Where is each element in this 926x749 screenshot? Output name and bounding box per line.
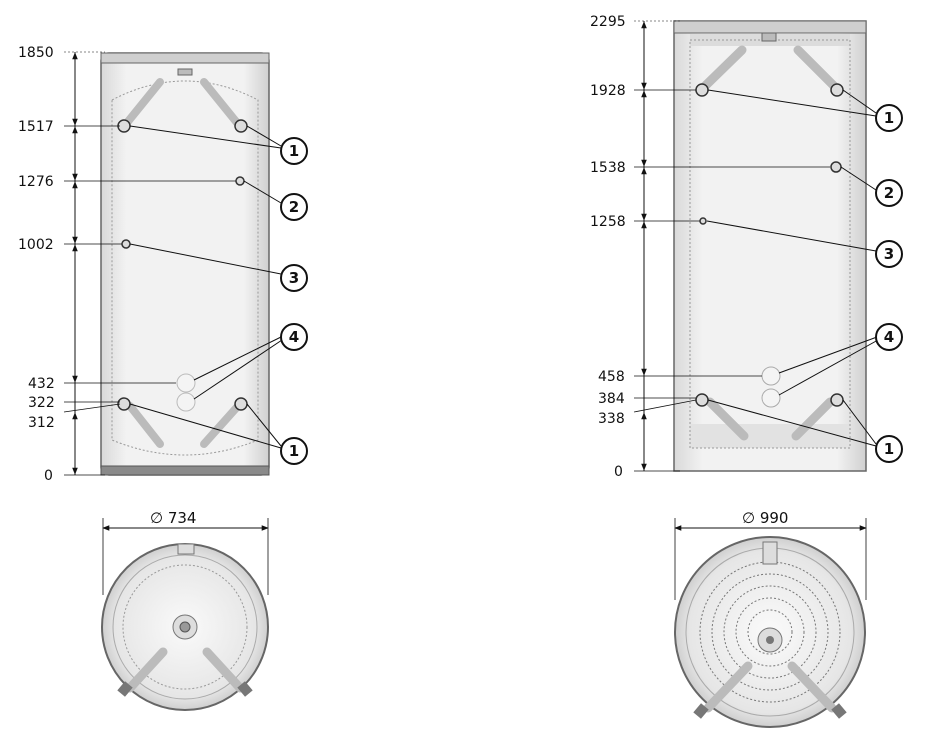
left-coil-pipe bbox=[200, 402, 242, 448]
left-height-label-1002: 1002 bbox=[18, 237, 54, 253]
left-tank-base bbox=[100, 465, 270, 476]
left-callouts: 1 2 3 4 1 bbox=[129, 125, 308, 465]
right-callout-circle bbox=[875, 435, 903, 463]
left-callout-circle bbox=[280, 437, 308, 465]
left-height-label-1517: 1517 bbox=[18, 119, 54, 135]
left-callout-1-top: 1 bbox=[289, 142, 299, 160]
right-tank-top-cap bbox=[673, 20, 867, 34]
right-connection-1928-a bbox=[695, 83, 709, 97]
right-connection-458 bbox=[761, 366, 781, 386]
left-height-label-432: 432 bbox=[28, 376, 55, 392]
right-height-label-0: 0 bbox=[614, 464, 623, 480]
left-connection-1002 bbox=[121, 239, 131, 249]
right-connection-384 bbox=[761, 388, 781, 408]
left-tank-body bbox=[100, 52, 270, 476]
left-height-label-1276: 1276 bbox=[18, 174, 54, 190]
left-callout-circle bbox=[280, 323, 308, 351]
left-connection-432 bbox=[176, 373, 196, 393]
right-height-labels: 2295 1928 1538 1258 458 384 338 0 bbox=[590, 14, 626, 480]
right-tank-top-view: ∅ 990 bbox=[674, 509, 867, 728]
right-callout-circle bbox=[875, 104, 903, 132]
left-diameter-label: ∅ 734 bbox=[150, 509, 196, 527]
left-coil-pipe bbox=[126, 402, 164, 448]
left-tank-inner-vessel bbox=[111, 80, 259, 456]
left-connection-1517-b bbox=[234, 119, 248, 133]
left-coil-pipe bbox=[200, 78, 242, 128]
right-callout-1-bottom: 1 bbox=[884, 440, 894, 458]
left-connection-322 bbox=[176, 392, 196, 412]
right-callout-4: 4 bbox=[884, 328, 894, 346]
left-callout-2: 2 bbox=[289, 198, 299, 216]
right-height-label-1928: 1928 bbox=[590, 83, 626, 99]
right-height-label-1538: 1538 bbox=[590, 160, 626, 176]
left-height-label-312: 312 bbox=[28, 415, 55, 431]
left-callout-circle bbox=[280, 193, 308, 221]
left-callout-1-bottom: 1 bbox=[289, 442, 299, 460]
right-diameter-label: ∅ 990 bbox=[742, 509, 788, 527]
right-dimension-chain bbox=[633, 20, 830, 472]
right-callout-3: 3 bbox=[884, 245, 894, 263]
left-callout-4: 4 bbox=[289, 328, 299, 346]
right-callout-circle bbox=[875, 240, 903, 268]
left-tank-top-port bbox=[177, 68, 193, 76]
left-coil-pipe bbox=[122, 78, 164, 128]
left-tank-front-view bbox=[100, 52, 270, 476]
left-connection-312-b bbox=[234, 397, 248, 411]
left-connection-1276 bbox=[235, 176, 245, 186]
right-height-label-2295: 2295 bbox=[590, 14, 626, 30]
right-callout-1-top: 1 bbox=[884, 109, 894, 127]
right-callouts: 1 2 3 4 1 bbox=[706, 89, 903, 463]
right-callout-2: 2 bbox=[884, 184, 894, 202]
right-connection-1538 bbox=[830, 161, 842, 173]
right-callout-circle bbox=[875, 179, 903, 207]
right-height-label-458: 458 bbox=[598, 369, 625, 385]
left-height-label-0: 0 bbox=[44, 468, 53, 484]
left-height-label-322: 322 bbox=[28, 395, 55, 411]
right-height-label-384: 384 bbox=[598, 391, 625, 407]
right-callout-circle bbox=[875, 323, 903, 351]
right-tank-top-port bbox=[761, 32, 777, 42]
left-dimension-chain bbox=[63, 51, 236, 476]
left-tank-top-cap bbox=[100, 52, 270, 64]
left-callout-circle bbox=[280, 264, 308, 292]
right-height-label-338: 338 bbox=[598, 411, 625, 427]
right-connection-1258 bbox=[699, 217, 707, 225]
left-tank-top-view: ∅ 734 bbox=[101, 509, 269, 711]
left-callout-3: 3 bbox=[289, 269, 299, 287]
right-height-label-1258: 1258 bbox=[590, 214, 626, 230]
left-callout-circle bbox=[280, 137, 308, 165]
right-connection-338-b bbox=[830, 393, 844, 407]
right-tank-insulation-bottom bbox=[690, 424, 850, 448]
right-tank-front-view bbox=[673, 20, 867, 472]
right-connection-1928-b bbox=[830, 83, 844, 97]
left-height-labels: 1850 1517 1276 1002 432 322 312 0 bbox=[18, 45, 55, 484]
right-connection-338-a bbox=[695, 393, 709, 407]
left-height-label-1850: 1850 bbox=[18, 45, 54, 61]
